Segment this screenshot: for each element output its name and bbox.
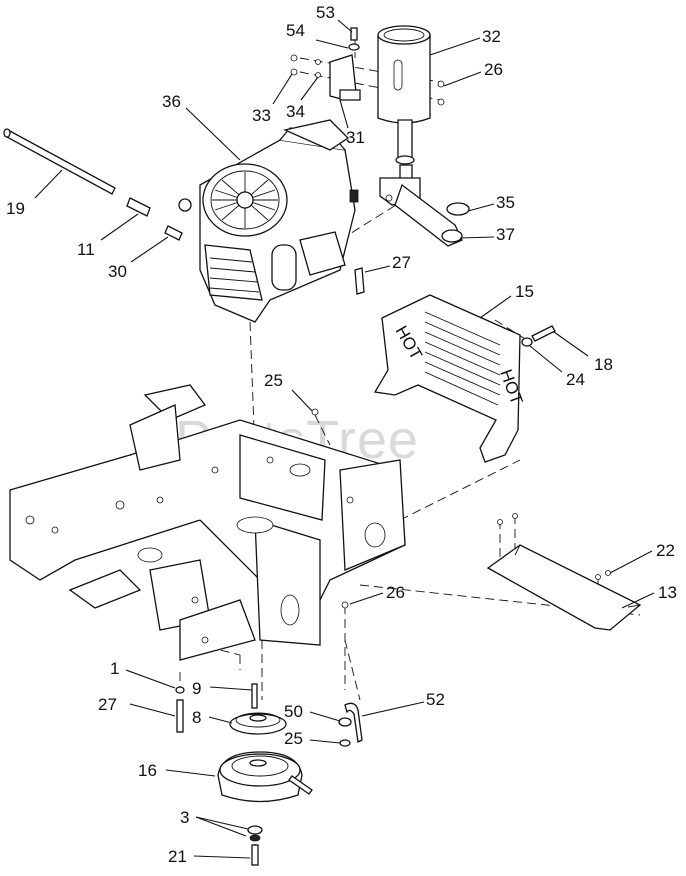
fuel-line	[3, 128, 183, 241]
air-cleaner-canister	[377, 25, 431, 186]
callout-25-top: 25	[264, 371, 283, 390]
callout-labels: 53 54 32 26 33 34 31 36 19 11 30 35 37 2…	[6, 3, 677, 866]
callout-36: 36	[162, 92, 181, 111]
heat-shield: HOT HOT	[373, 294, 526, 463]
callout-54: 54	[286, 21, 305, 40]
callout-52: 52	[426, 690, 445, 709]
callout-35: 35	[496, 193, 515, 212]
callout-16: 16	[138, 761, 157, 780]
callout-9: 9	[192, 679, 201, 698]
callout-3: 3	[180, 808, 189, 827]
callout-33: 33	[252, 106, 271, 125]
callout-11: 11	[77, 240, 95, 259]
shield-fasteners	[521, 325, 556, 347]
callout-34: 34	[286, 102, 305, 121]
chassis-frame	[9, 384, 406, 661]
callout-18: 18	[594, 355, 613, 374]
mounting-bracket	[329, 54, 361, 101]
engine	[178, 119, 359, 323]
callout-32: 32	[482, 27, 501, 46]
lower-cover-plate	[486, 513, 642, 631]
callout-19: 19	[6, 199, 25, 218]
callout-13: 13	[658, 583, 677, 602]
pulley	[229, 712, 287, 735]
lower-hardware	[175, 267, 365, 866]
leader-lines	[34, 19, 655, 859]
callout-26-top: 26	[484, 60, 503, 79]
intake-elbow	[379, 177, 470, 247]
callout-30: 30	[108, 262, 127, 281]
callout-15: 15	[515, 282, 534, 301]
callout-50: 50	[284, 702, 303, 721]
callout-1: 1	[110, 659, 119, 678]
callout-21: 21	[168, 847, 187, 866]
callout-22: 22	[656, 541, 675, 560]
callout-53: 53	[316, 3, 335, 22]
callout-37: 37	[496, 225, 515, 244]
callout-25-bottom: 25	[284, 729, 303, 748]
callout-31: 31	[346, 128, 365, 147]
top-fasteners	[290, 27, 445, 106]
callout-26-frame: 26	[386, 583, 405, 602]
electric-clutch	[217, 751, 313, 803]
callout-8: 8	[192, 708, 201, 727]
callout-24: 24	[566, 370, 585, 389]
callout-27-top: 27	[392, 253, 411, 272]
frame-holes	[25, 456, 386, 644]
callout-27-bottom: 27	[98, 695, 117, 714]
